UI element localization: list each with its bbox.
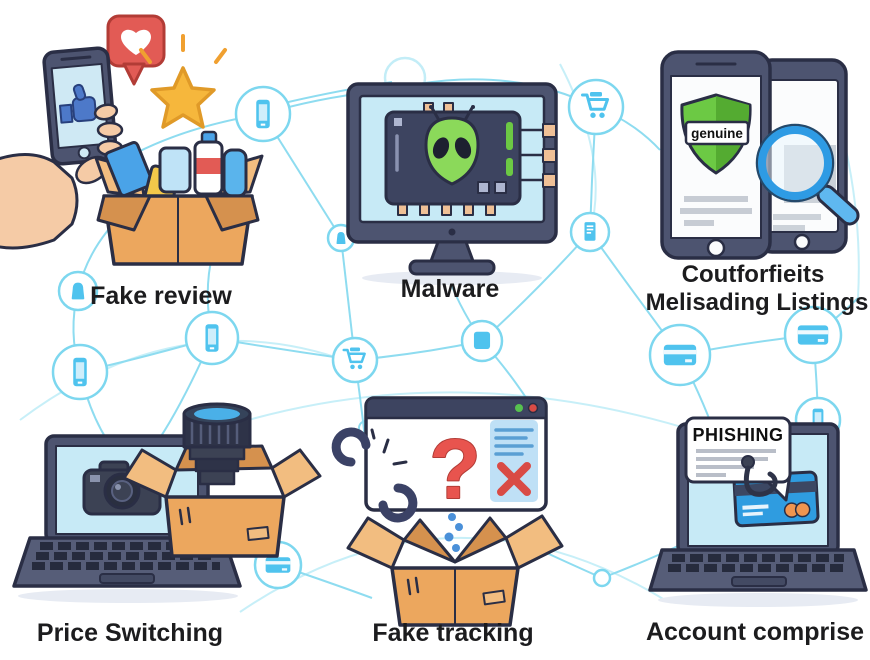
network-node-cart-icon [331, 336, 379, 384]
alien-malware-chip-icon [384, 102, 557, 216]
thumbs-up-icon [58, 83, 97, 124]
network-node-phone-icon [51, 343, 109, 401]
account-compromise-illustration: PHISHING [648, 416, 868, 607]
network-node-bag-icon [57, 270, 99, 312]
network-node-cart-icon [567, 78, 625, 136]
label-fake-tracking: Fake tracking [372, 619, 533, 647]
shadow [658, 593, 858, 607]
phishing-note: PHISHING [684, 416, 792, 502]
fishing-hook-icon [741, 455, 778, 497]
browser-window-icon: ? [331, 396, 548, 523]
magnifier-icon [755, 123, 860, 226]
shadow [18, 589, 238, 603]
network-node-phone-icon [184, 310, 240, 366]
broken-link-icon [331, 427, 418, 523]
malware-illustration [346, 82, 558, 285]
status-panel [490, 420, 538, 502]
lens-box-icon [122, 402, 322, 558]
network-node-receipt-icon [569, 211, 611, 253]
phishing-note-label: PHISHING [692, 425, 783, 445]
genuine-badge-label: genuine [691, 126, 743, 141]
network-node-credit-card-icon [783, 305, 843, 365]
fake-tracking-illustration: ? [331, 396, 564, 627]
label-price-switching: Price Switching [37, 619, 223, 647]
network-node-phone-icon [234, 85, 292, 143]
label-counterfeits-line2: Melisading Listings [646, 289, 869, 316]
hand-fingers [75, 103, 124, 185]
open-box-products-icon [94, 130, 264, 266]
star-rating-icon [139, 34, 227, 129]
hand-icon [0, 153, 79, 250]
error-x-icon [497, 462, 531, 496]
network-mesh [19, 56, 860, 613]
green-dot [515, 404, 523, 412]
label-account-compromise: Account comprise [646, 618, 864, 646]
label-malware: Malware [401, 275, 500, 303]
question-mark-icon: ? [429, 422, 480, 516]
network-node-tablet-icon [460, 319, 504, 363]
label-fake-review: Fake review [90, 282, 232, 310]
shadow [362, 271, 542, 285]
red-dot [527, 402, 539, 414]
counterfeits-illustration: genuine [660, 50, 860, 260]
empty-node-circle [592, 568, 612, 588]
label-counterfeits-line1: Coutforfieits [682, 261, 825, 288]
camera-lens-icon [182, 402, 252, 486]
break-sparks [370, 428, 408, 466]
dotted-trail [444, 513, 463, 552]
fake-review-illustration [0, 14, 264, 266]
heart-like-icon [106, 14, 166, 86]
open-box-icon [346, 514, 564, 627]
price-switching-illustration [12, 402, 322, 603]
front-phone-icon: genuine [660, 50, 772, 260]
network-node-credit-card-icon [648, 323, 712, 387]
smartphone-like-icon [42, 46, 118, 166]
genuine-shield-icon: genuine [680, 93, 752, 175]
